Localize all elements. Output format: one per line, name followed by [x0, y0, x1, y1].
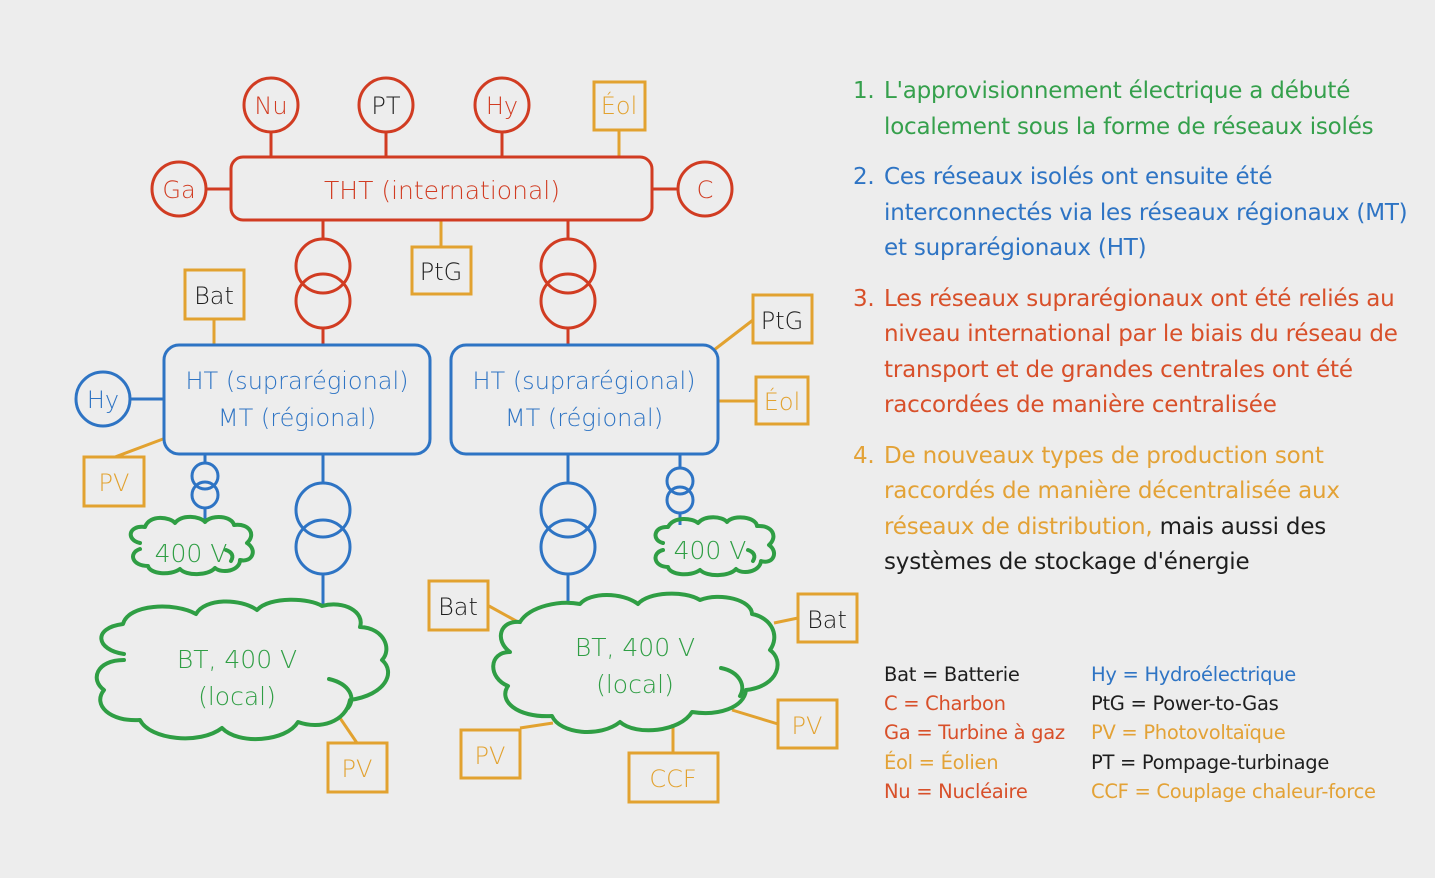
legend-item: Éol = Éolien [884, 750, 999, 774]
ccf-label: CCF [649, 765, 696, 793]
history-steps: 1. L'approvisionnement électrique a débu… [853, 74, 1413, 596]
hy-label: Hy [87, 386, 119, 414]
pv-label: PV [342, 755, 373, 783]
bt-right-line2: (local) [596, 670, 674, 699]
tht-box [229, 155, 654, 222]
ht-left-line1: HT (suprarégional) [185, 367, 408, 395]
hy-node [74, 370, 132, 428]
small-cloud-right: 400 V [653, 515, 777, 578]
ht-right-line1: HT (suprarégional) [472, 367, 695, 395]
bat-left-connector [488, 604, 519, 624]
step-3: 3. Les réseaux suprarégionaux ont été re… [853, 282, 1413, 424]
ga-label: Ga [162, 176, 195, 204]
pv-left-node [459, 728, 522, 780]
step-1: 1. L'approvisionnement électrique a débu… [853, 74, 1413, 145]
transformer-right-tht [539, 221, 597, 345]
ht-right-line2: MT (régional) [505, 404, 663, 432]
bt-left-line1: BT, 400 V [177, 645, 297, 674]
ptg-node [751, 293, 814, 345]
ht-left: Bat Hy PV HT (suprarégional) MT (régiona… [74, 268, 432, 604]
pv-node [82, 455, 146, 508]
pv-label: PV [99, 469, 130, 497]
bat-right-node [796, 592, 859, 644]
bat-right-label: Bat [807, 606, 847, 634]
legend-item: PT = Pompage-turbinage [1091, 750, 1330, 774]
nu-node [242, 76, 300, 134]
step-number: 3. [853, 285, 875, 312]
bat-right-connector [773, 616, 799, 625]
step-number: 4. [853, 442, 875, 469]
legend-item: Nu = Nucléaire [884, 779, 1028, 803]
legend-item: PV = Photovoltaïque [1091, 721, 1286, 745]
pv-right-label: PV [792, 712, 823, 740]
tht-label: THT (international) [324, 176, 560, 205]
legend-column-left: Bat = Batterie C = Charbon Ga = Turbine … [884, 660, 1091, 806]
bat-label: Bat [194, 282, 234, 310]
legend-item: C = Charbon [884, 692, 1006, 716]
hy-node [473, 76, 531, 134]
pv-right-connector [731, 708, 779, 726]
pv-left-connector [519, 721, 554, 730]
bat-left-node [427, 579, 490, 632]
transformer-left-tht [294, 221, 352, 345]
eol-node [592, 80, 647, 132]
c-node [676, 160, 734, 218]
small-cloud-left-label: 400 V [155, 539, 228, 568]
legend: Bat = Batterie C = Charbon Ga = Turbine … [884, 660, 1391, 806]
bt-right-line1: BT, 400 V [575, 633, 695, 662]
step-text: L'approvisionnement électrique a débuté … [884, 78, 1374, 140]
nu-label: Nu [254, 92, 287, 120]
ptg-node [410, 245, 473, 296]
grid-diagram: THT (international) Nu PT Hy Éol Ga C Pt… [74, 76, 859, 804]
transformer-left-big [294, 454, 352, 604]
pv-node [326, 741, 389, 794]
bat-left-label: Bat [438, 593, 478, 621]
transformer-right-big [539, 454, 597, 604]
tht-level: THT (international) Nu PT Hy Éol Ga C Pt… [150, 76, 734, 345]
step-text: Les réseaux suprarégionaux ont été relié… [884, 285, 1398, 419]
step-number: 2. [853, 164, 875, 190]
legend-column-right: Hy = Hydroélectrique PtG = Power-to-Gas … [1091, 660, 1391, 806]
step-text: Ces réseaux isolés ont ensuite été inter… [884, 164, 1408, 261]
ccf-node [627, 751, 720, 804]
transformer-right-small [665, 454, 695, 525]
hy-label: Hy [486, 92, 518, 120]
legend-item: PtG = Power-to-Gas [1091, 692, 1279, 716]
pt-label: PT [371, 92, 400, 120]
eol-label: Éol [601, 91, 638, 120]
ga-node [150, 160, 208, 218]
legend-item: Ga = Turbine à gaz [884, 721, 1065, 745]
bt-cloud-right: BT, 400 V (local) Bat Bat PV PV CCF [427, 579, 859, 804]
bt-left-line2: (local) [198, 682, 276, 711]
legend-item: Hy = Hydroélectrique [1091, 663, 1296, 686]
ht-right-box [449, 343, 720, 456]
bat-node [183, 268, 246, 321]
pv-connector [114, 437, 164, 459]
pt-node [357, 76, 415, 134]
step-4: 4. De nouveaux types de production sont … [853, 439, 1413, 581]
step-text-wrap: De nouveaux types de production sont rac… [884, 439, 1413, 581]
step-text-tail: mais aussi des systèmes de stockage d'én… [884, 513, 1327, 576]
transformer-left-small [190, 454, 220, 522]
legend-item: CCF = Couplage chaleur-force [1091, 779, 1376, 803]
small-cloud-right-label: 400 V [674, 536, 747, 565]
pv-right-node [776, 698, 839, 750]
pv-left-label: PV [475, 742, 506, 770]
ptg-label: PtG [761, 307, 803, 335]
eol-node [754, 375, 810, 426]
eol-label: Éol [764, 387, 801, 416]
step-number: 1. [853, 78, 875, 104]
ht-left-box [162, 343, 432, 456]
c-label: C [697, 176, 714, 204]
ht-right: PtG Éol HT (suprarégional) MT (régional) [449, 293, 814, 604]
ptg-connector [713, 318, 754, 352]
legend-item: Bat = Batterie [884, 663, 1020, 686]
step-2: 2. Ces réseaux isolés ont ensuite été in… [853, 160, 1413, 267]
step-text: De nouveaux types de production sont rac… [884, 442, 1340, 540]
bt-cloud-left: BT, 400 V (local) PV [94, 597, 390, 794]
ptg-label: PtG [420, 258, 462, 286]
pv-connector [338, 717, 359, 744]
ht-left-line2: MT (régional) [218, 404, 376, 432]
small-cloud-left: 400 V [128, 514, 255, 577]
